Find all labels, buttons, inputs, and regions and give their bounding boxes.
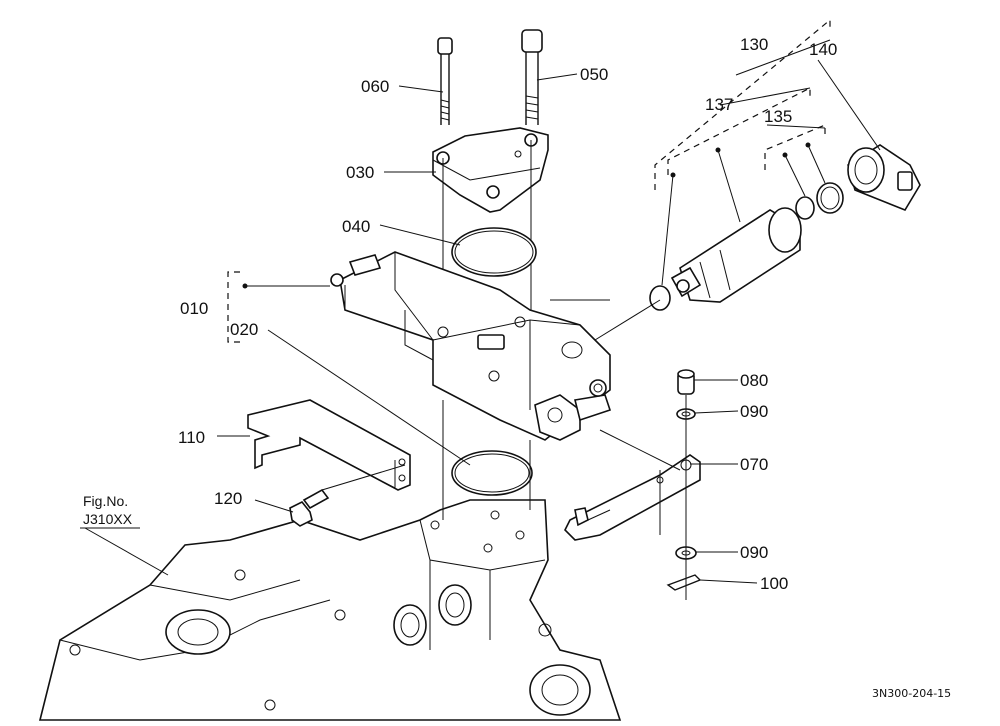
- label-120: 120: [214, 489, 242, 508]
- label-020: 020: [230, 320, 258, 339]
- lever-070: [564, 454, 701, 541]
- solenoid-cartridge-137: [670, 207, 802, 303]
- label-135: 135: [764, 107, 792, 126]
- leader-lines: [80, 39, 881, 584]
- figure-ref-line1: Fig.No.: [83, 493, 128, 509]
- drawing-number: 3N300-204-15: [872, 687, 951, 700]
- plate-110: [247, 399, 411, 491]
- bracket-010: [227, 271, 240, 343]
- label-110: 110: [178, 428, 205, 447]
- cotter-pin-100: [666, 574, 702, 591]
- label-090-lower: 090: [740, 543, 768, 562]
- cover-plate-030: [432, 127, 549, 330]
- label-090-upper: 090: [740, 402, 768, 421]
- label-137: 137: [705, 95, 733, 114]
- label-010: 010: [180, 299, 208, 318]
- o-rings-135: [795, 182, 844, 220]
- label-060: 060: [361, 77, 389, 96]
- coil-140: [847, 144, 921, 211]
- label-140: 140: [809, 40, 837, 59]
- label-080: 080: [740, 371, 768, 390]
- bracket-137: [667, 87, 811, 175]
- label-130: 130: [740, 35, 768, 54]
- valve-assembly-010: [330, 251, 612, 441]
- bolt-060: [437, 37, 453, 125]
- figure-ref-line2: J310XX: [83, 511, 133, 527]
- bracket-130: [654, 18, 831, 190]
- label-030: 030: [346, 163, 374, 182]
- o-ring-small: [649, 285, 671, 311]
- transmission-case: [38, 499, 622, 721]
- bolt-050: [521, 29, 543, 125]
- bolt-120: [289, 488, 330, 527]
- pin-080: [677, 369, 695, 395]
- o-ring-040: [451, 227, 537, 277]
- label-050: 050: [580, 65, 608, 84]
- label-040: 040: [342, 217, 370, 236]
- label-070: 070: [740, 455, 768, 474]
- bracket-135: [764, 124, 826, 170]
- o-ring-020: [451, 450, 533, 496]
- label-100: 100: [760, 574, 788, 593]
